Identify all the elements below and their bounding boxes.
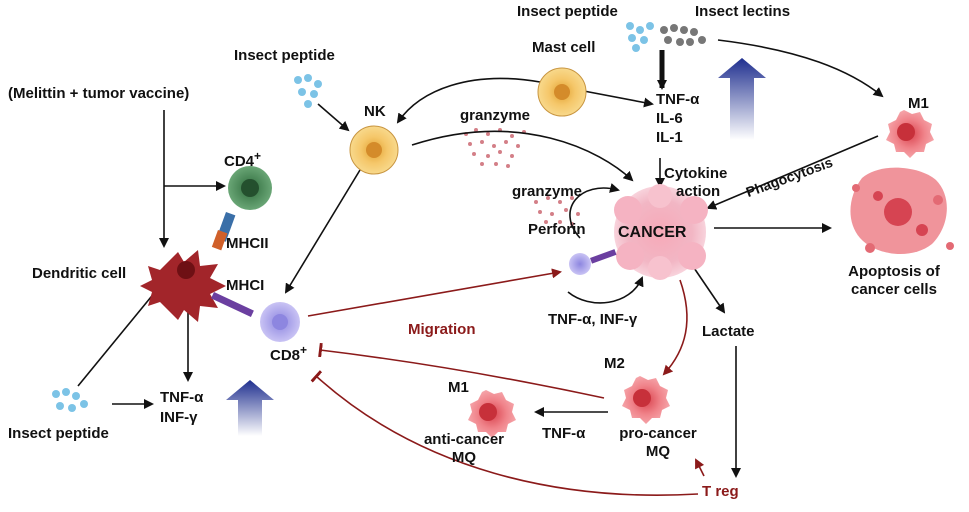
upregulation-arrow-top	[718, 58, 766, 140]
apoptotic-cancer-cells	[850, 167, 954, 255]
insect-lectin-particles	[660, 24, 706, 46]
inf-gamma-label: INF-γ	[160, 409, 198, 426]
granzyme-label-top: granzyme	[460, 107, 531, 124]
migration-and-inhibition-lines	[307, 268, 705, 496]
insect-lectins-label: Insect lectins	[695, 3, 791, 20]
cd8-cell	[260, 302, 300, 342]
interaction-arrows	[77, 39, 884, 478]
dendritic-cell-label: Dendritic cell	[32, 265, 127, 282]
lactate-label: Lactate	[702, 323, 755, 340]
cytokine-label: Cytokine	[664, 165, 728, 182]
granzyme-particles-top	[464, 128, 526, 168]
m1-macrophage-bottom	[468, 390, 516, 438]
mast-cell	[537, 67, 587, 117]
insect-peptide-particles-top	[626, 22, 654, 52]
cd4-text: CD4	[224, 153, 255, 170]
il1-label: IL-1	[656, 129, 683, 146]
anti-cancer-label: anti-cancer	[423, 431, 505, 448]
insect-peptide-label-bottom: Insect peptide	[8, 425, 109, 442]
m2-macrophage	[622, 376, 670, 424]
m1-label-bottom: M1	[448, 379, 469, 396]
tnf-alpha-label: TNF-α	[656, 91, 700, 108]
cd4-cell	[211, 166, 272, 251]
migration-label: Migration	[408, 321, 476, 338]
cancer-cell-cluster	[614, 184, 708, 280]
pro-cancer-label: pro-cancer	[619, 425, 697, 442]
melittin-vaccine-label: (Melittin + tumor vaccine)	[8, 85, 190, 102]
il6-label: IL-6	[656, 110, 683, 127]
cd4-label: CD4+	[224, 149, 262, 171]
mast-cell-label: Mast cell	[532, 39, 596, 56]
m2-label: M2	[604, 355, 625, 372]
mhci-connector	[211, 292, 254, 317]
mq-label-right: MQ	[645, 443, 671, 460]
perforin-label: Perforin	[528, 221, 586, 238]
insect-peptide-particles-bottom	[52, 388, 88, 412]
cd8-superscript: +	[300, 343, 308, 357]
nk-label: NK	[364, 103, 386, 120]
dendritic-cell	[140, 250, 226, 322]
action-label: action	[676, 183, 721, 200]
upregulation-arrow-bottom	[226, 380, 274, 436]
tnf-alpha-label-bottom-mid: TNF-α	[542, 425, 586, 442]
cancer-label: CANCER	[618, 224, 687, 241]
cd4-superscript: +	[254, 149, 262, 163]
cytotoxic-t-cell-small	[569, 249, 617, 275]
insect-peptide-label-top: Insect peptide	[517, 3, 618, 20]
insect-peptide-label-left: Insect peptide	[234, 47, 335, 64]
insect-peptide-particles-left	[294, 74, 322, 108]
cd8-text: CD8	[270, 347, 301, 364]
tnf-inf-label: TNF-α, INF-γ	[548, 311, 638, 328]
nk-cell	[349, 125, 399, 175]
apoptosis-label-line2: cancer cells	[851, 281, 937, 298]
cd8-label: CD8+	[270, 343, 308, 365]
m1-label-top: M1	[908, 95, 929, 112]
mhcii-label: MHCII	[226, 235, 269, 252]
treg-label: T reg	[702, 483, 739, 500]
tnf-alpha-label-bottom-left: TNF-α	[160, 389, 204, 406]
granzyme-label-mid: granzyme	[512, 183, 583, 200]
mq-label-left: MQ	[451, 449, 477, 466]
apoptosis-label-line1: Apoptosis of	[848, 263, 940, 280]
m1-macrophage-top	[886, 110, 934, 158]
mhci-label: MHCI	[226, 277, 265, 294]
